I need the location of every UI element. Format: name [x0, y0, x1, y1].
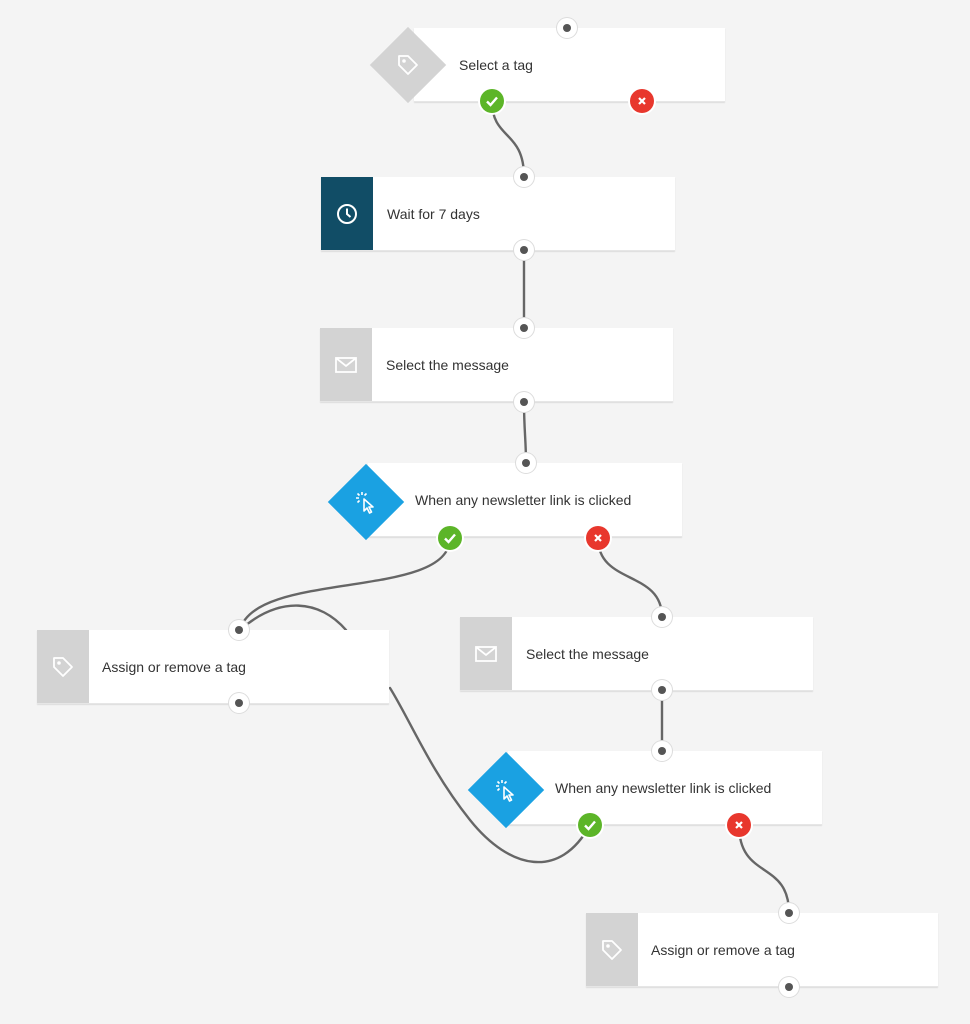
node-select-tag[interactable]: Select a tag — [414, 28, 725, 102]
connector-tag-yes-to-wait — [490, 99, 526, 179]
message-icon-box — [320, 328, 372, 401]
input-port[interactable] — [229, 620, 249, 640]
cursor-click-icon — [479, 763, 533, 817]
output-port[interactable] — [229, 693, 249, 713]
node-label: Select the message — [386, 356, 509, 373]
node-link-clicked[interactable]: When any newsletter link is clicked — [508, 751, 822, 825]
cursor-click-icon — [339, 475, 393, 529]
envelope-icon — [335, 356, 357, 373]
tag-icon — [381, 38, 435, 92]
no-branch-icon[interactable] — [727, 813, 751, 837]
tag-icon — [53, 656, 73, 677]
wait-icon-box — [321, 177, 373, 250]
node-assign-tag[interactable]: Assign or remove a tag — [586, 913, 938, 987]
output-port[interactable] — [514, 392, 534, 412]
node-label: Assign or remove a tag — [102, 658, 246, 675]
input-port[interactable] — [514, 167, 534, 187]
input-port[interactable] — [652, 741, 672, 761]
clock-icon — [337, 203, 357, 224]
node-label: When any newsletter link is clicked — [415, 491, 632, 508]
node-label: Select the message — [526, 645, 649, 662]
connector-click-no-to-message — [596, 536, 664, 619]
node-select-message[interactable]: Select the message — [460, 617, 813, 691]
input-port[interactable] — [557, 18, 577, 38]
yes-branch-icon[interactable] — [438, 526, 462, 550]
output-port[interactable] — [779, 977, 799, 997]
node-select-message[interactable]: Select the message — [320, 328, 673, 402]
connector-click2-no-to-assign — [737, 823, 791, 915]
output-port[interactable] — [514, 240, 534, 260]
output-port[interactable] — [652, 680, 672, 700]
input-port[interactable] — [779, 903, 799, 923]
no-branch-icon[interactable] — [630, 89, 654, 113]
envelope-icon — [475, 645, 497, 662]
message-icon-box — [460, 617, 512, 690]
input-port[interactable] — [516, 453, 536, 473]
input-port[interactable] — [514, 318, 534, 338]
node-assign-tag[interactable]: Assign or remove a tag — [37, 630, 389, 704]
input-port[interactable] — [652, 607, 672, 627]
tag-icon-box — [37, 630, 89, 703]
tag-icon — [602, 939, 622, 960]
yes-branch-icon[interactable] — [480, 89, 504, 113]
node-label: Wait for 7 days — [387, 205, 480, 222]
connector-click-yes-to-assign — [238, 536, 452, 632]
node-wait[interactable]: Wait for 7 days — [321, 177, 675, 251]
node-link-clicked[interactable]: When any newsletter link is clicked — [368, 463, 682, 537]
tag-icon-box — [586, 913, 638, 986]
node-label: When any newsletter link is clicked — [555, 779, 772, 796]
no-branch-icon[interactable] — [586, 526, 610, 550]
node-label: Assign or remove a tag — [651, 941, 795, 958]
node-label: Select a tag — [459, 56, 533, 73]
yes-branch-icon[interactable] — [578, 813, 602, 837]
